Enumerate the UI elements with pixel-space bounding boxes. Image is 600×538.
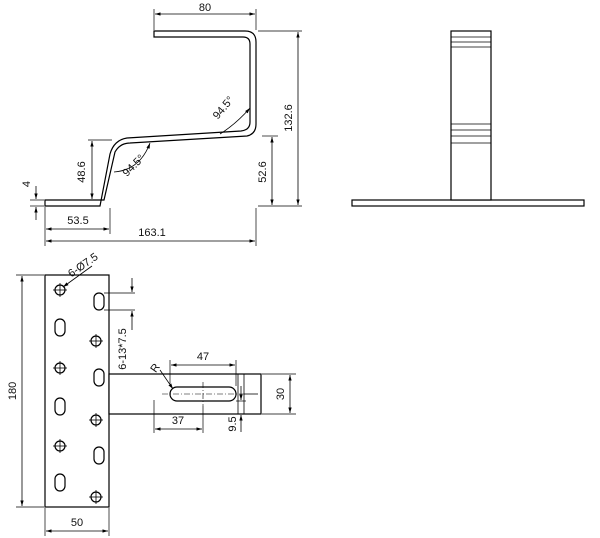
plate-hole bbox=[89, 334, 103, 348]
dim-slot-offset: 37 bbox=[172, 415, 184, 427]
plate-hole bbox=[53, 361, 67, 375]
plate-slot bbox=[93, 446, 105, 465]
plate-hole bbox=[89, 490, 103, 504]
dim-slot-edge: 9.5 bbox=[227, 416, 239, 431]
plate-slot bbox=[93, 292, 105, 311]
bracket-profile bbox=[44, 30, 257, 207]
side-view: 80 132.6 52.6 94.5° 94.5° 48.6 4 53.5 bbox=[21, 2, 302, 246]
plate-slot bbox=[54, 397, 66, 416]
dim-total-length: 163.1 bbox=[138, 227, 166, 239]
dim-angle-upper: 94.5° bbox=[211, 94, 237, 121]
front-base-plate bbox=[351, 199, 585, 207]
dim-plate-width: 50 bbox=[71, 517, 83, 529]
dim-slot-length: 47 bbox=[197, 351, 209, 363]
plate-hole bbox=[53, 283, 67, 297]
top-view: 6-Ø7.5 6-13*7.5 180 50 47 R 37 bbox=[7, 251, 296, 536]
dim-right-height: 52.6 bbox=[257, 161, 269, 182]
dim-foot-length: 53.5 bbox=[67, 215, 88, 227]
dim-total-height: 132.6 bbox=[283, 104, 295, 132]
plate-slot bbox=[54, 318, 66, 337]
front-vertical-body bbox=[450, 30, 492, 201]
dim-top-width: 80 bbox=[199, 2, 211, 14]
dim-left-height: 48.6 bbox=[76, 161, 88, 182]
dim-radius: R bbox=[148, 362, 162, 375]
front-view bbox=[351, 30, 585, 207]
dim-arm-width: 30 bbox=[275, 388, 287, 400]
plate-slot bbox=[54, 473, 66, 492]
plate-hole bbox=[89, 413, 103, 427]
plate-slot bbox=[93, 368, 105, 387]
dim-base-thickness: 4 bbox=[21, 181, 33, 187]
plate-hole bbox=[53, 439, 67, 453]
dim-slot-spec: 6-13*7.5 bbox=[117, 328, 129, 370]
dim-plate-height: 180 bbox=[7, 382, 19, 400]
